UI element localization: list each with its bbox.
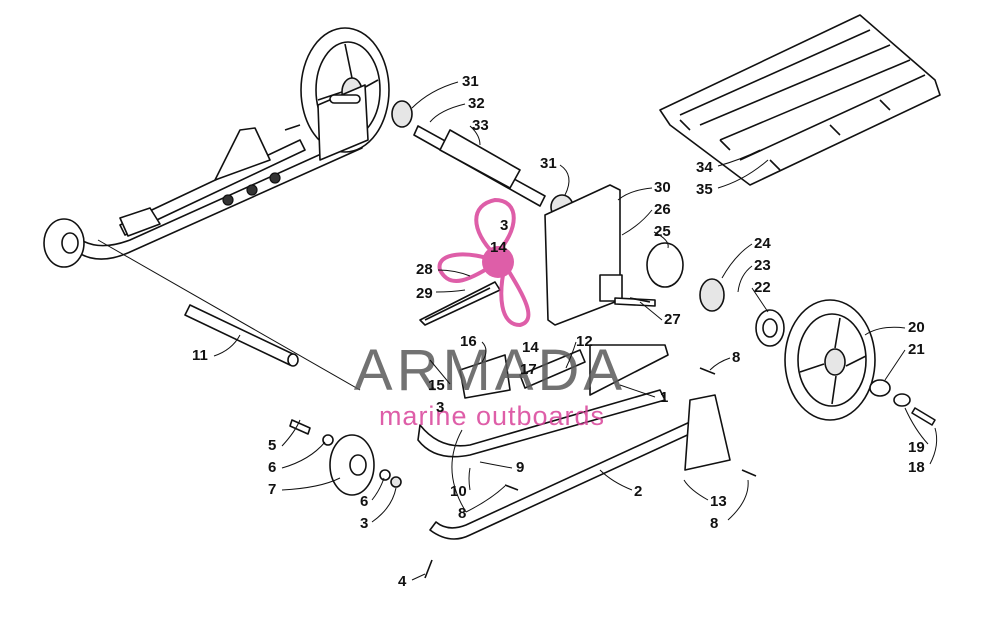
- callout-8-right: 8: [732, 349, 740, 366]
- callout-13: 13: [710, 493, 727, 510]
- callout-32: 32: [468, 95, 485, 112]
- callouts: 31 32 33 31 30 26 25 3 14 28 29 27 24 23…: [192, 73, 938, 590]
- callout-25: 25: [654, 223, 671, 240]
- callout-9: 9: [516, 459, 524, 476]
- callout-31-top: 31: [462, 73, 479, 90]
- logo-blade-1: [474, 197, 516, 258]
- callout-17: 17: [520, 361, 537, 378]
- callout-11: 11: [192, 347, 208, 364]
- track-section: [659, 14, 941, 186]
- callout-29: 29: [416, 285, 433, 302]
- callout-28: 28: [416, 261, 433, 278]
- callout-24: 24: [754, 235, 771, 252]
- callout-30: 30: [654, 179, 671, 196]
- cross-shaft: [97, 239, 361, 391]
- watermark-tagline: marine outboards: [379, 401, 605, 431]
- callout-14-mid: 14: [490, 239, 507, 256]
- callout-27: 27: [664, 311, 681, 328]
- left-rail-assembly: [43, 127, 363, 268]
- lower-rail-assembly: [417, 344, 731, 540]
- upper-idler-wheel: [300, 27, 390, 161]
- callout-14-low: 14: [522, 339, 539, 356]
- callout-10: 10: [450, 483, 467, 500]
- callout-5: 5: [268, 437, 276, 454]
- callout-2: 2: [634, 483, 642, 500]
- watermark-brand: ARMADA: [354, 338, 626, 403]
- axle-shaft: [391, 100, 574, 220]
- callout-16: 16: [460, 333, 477, 350]
- callout-6-right: 6: [360, 493, 368, 510]
- callout-12: 12: [576, 333, 593, 350]
- callout-23: 23: [754, 257, 771, 274]
- callout-21: 21: [908, 341, 925, 358]
- callout-15: 15: [428, 377, 445, 394]
- bolts: [284, 124, 757, 579]
- callout-3-low: 3: [436, 399, 444, 416]
- callout-3-bottom: 3: [360, 515, 368, 532]
- callout-3-mid: 3: [500, 217, 508, 234]
- rear-wheel: [784, 299, 936, 426]
- callout-8-lower: 8: [458, 505, 466, 522]
- watermark: ARMADA marine outboards: [354, 197, 626, 431]
- callout-31-mid: 31: [540, 155, 557, 172]
- callout-18: 18: [908, 459, 925, 476]
- bogie-wheel: [289, 419, 402, 496]
- callout-8-bottom: 8: [710, 515, 718, 532]
- callout-20: 20: [908, 319, 925, 336]
- callout-26: 26: [654, 201, 671, 218]
- callout-4: 4: [398, 573, 407, 590]
- logo-blade-3: [499, 259, 531, 328]
- callout-19: 19: [908, 439, 925, 456]
- callout-34: 34: [696, 159, 713, 176]
- callout-33: 33: [472, 117, 489, 134]
- rear-axle-parts: [699, 278, 785, 347]
- callout-35: 35: [696, 181, 713, 198]
- callout-6-left: 6: [268, 459, 276, 476]
- callout-22: 22: [754, 279, 771, 296]
- callout-7: 7: [268, 481, 276, 498]
- logo-hub: [482, 246, 514, 278]
- callout-1: 1: [660, 389, 668, 406]
